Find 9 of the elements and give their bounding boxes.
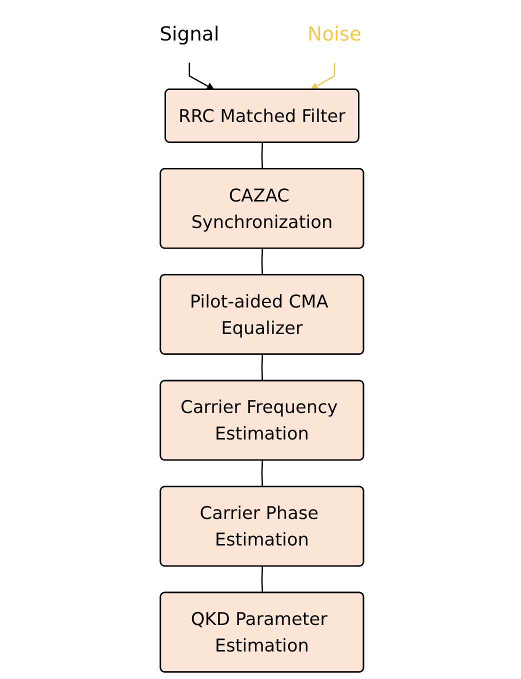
node-text: Signal [160, 24, 220, 46]
connector [261, 566, 264, 593]
arrow [188, 62, 214, 90]
connector [261, 354, 264, 382]
connector [261, 142, 264, 170]
connector [261, 460, 264, 487]
connector [261, 248, 264, 276]
arrow [310, 62, 336, 90]
node-text: Noise [308, 24, 362, 46]
